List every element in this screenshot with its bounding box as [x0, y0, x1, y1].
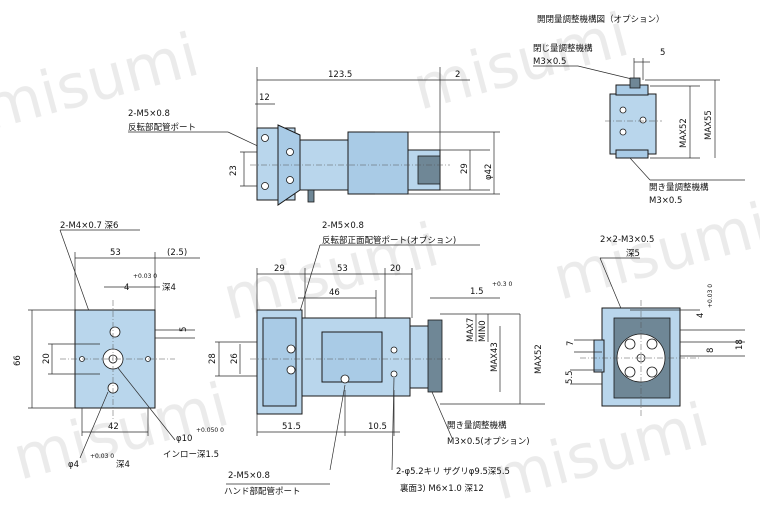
front-dim-max43: MAX43 [490, 342, 500, 372]
close-adjust-spec: M3×0.5 [533, 57, 566, 67]
top-view: 123.5 2 12 2-M5×0.8 反転部配管ポート 23 29 [128, 67, 500, 206]
open-adjust-spec: M3×0.5 [649, 196, 682, 206]
right-hole-4 [646, 366, 658, 378]
front-dim-20: 20 [390, 264, 401, 274]
top-dim-phi42: φ42 [484, 164, 494, 180]
top-dim-23: 23 [229, 165, 239, 176]
right-dim-4: 4 [696, 313, 706, 318]
front-dim-10-5: 10.5 [368, 422, 387, 432]
front-hand-spec: 2-M5×0.8 [228, 471, 270, 481]
front-drill-2 [390, 370, 398, 378]
top-fitting [307, 189, 315, 203]
left-tol-10: +0.050 0 [196, 427, 224, 434]
front-jaw-detail [427, 319, 443, 393]
right-hole-1 [624, 338, 636, 350]
right-tap-spec: 2×2-M3×0.5 [600, 235, 654, 245]
front-port-spec: 2-M5×0.8 [322, 221, 364, 231]
front-port-1 [286, 344, 296, 354]
right-dim-5-5: 5.5 [565, 370, 575, 384]
front-dim-53: 53 [337, 264, 348, 274]
front-body-recess [321, 331, 383, 383]
right-view: 2×2-M3×0.5 深5 4 +0.03 0 7 8 18 5.5 [565, 235, 745, 416]
top-hole-4 [286, 176, 294, 184]
right-dim-8: 8 [706, 348, 716, 353]
front-tol-1-5: +0.3 0 [492, 281, 512, 288]
front-dim-28: 28 [208, 353, 218, 364]
front-dim-46: 46 [329, 288, 340, 298]
option-screw [629, 77, 641, 89]
front-port-label: 反転部正面配管ポート(オプション) [322, 235, 456, 246]
left-view: 2-M4×0.7 深6 53 (2.5) 4 +0.03 0 深4 5 66 [13, 221, 224, 470]
left-dim-66: 66 [13, 355, 23, 366]
left-phi10: φ10 [176, 434, 192, 444]
left-inlo-depth: インロー深1.5 [163, 450, 219, 460]
left-dim-4: 4 [124, 283, 129, 293]
top-dim-29: 29 [460, 163, 470, 174]
option-title: 開閉量調整機構図（オプション） [537, 14, 665, 25]
right-depth: 深5 [626, 249, 640, 259]
front-view: 2-M5×0.8 反転部正面配管ポート(オプション) 29 53 20 46 1… [208, 221, 545, 497]
right-hole-2 [646, 338, 658, 350]
front-dim-1-5: 1.5 [470, 287, 484, 297]
front-open-spec: M3×0.5(オプション) [447, 437, 530, 447]
left-depth-4: 深4 [162, 283, 176, 293]
left-dim-5: 5 [179, 327, 189, 332]
left-dim-53: 53 [110, 248, 121, 258]
option-dim-5: 5 [660, 48, 665, 58]
close-adjust-label: 閉じ量調整機構 [533, 43, 593, 54]
option-view: 開閉量調整機構図（オプション） 閉じ量調整機構 M3×0.5 5 MAX52 M… [533, 14, 745, 206]
front-port-2 [286, 365, 296, 375]
front-hand-port [340, 374, 350, 384]
front-flange-inner [262, 317, 297, 407]
right-dim-18: 18 [735, 339, 745, 350]
top-hole-3 [286, 148, 294, 156]
right-dim-7: 7 [566, 341, 576, 346]
top-dim-12: 12 [259, 93, 270, 103]
option-hole-2 [619, 128, 627, 136]
left-pin-hole-top [109, 326, 121, 338]
option-dim-max55: MAX55 [704, 110, 714, 140]
left-dim-20: 20 [42, 353, 52, 364]
option-body [609, 93, 657, 155]
front-drill-spec: 2-φ5.2キリ ザグリφ9.5深5.5 [396, 466, 510, 477]
watermark-text-4: misumi [546, 190, 760, 314]
front-dim-26: 26 [230, 353, 240, 364]
left-tol-4: +0.03 0 [133, 273, 157, 280]
front-dim-max7: MAX7 [466, 318, 476, 342]
option-dim-max52: MAX52 [679, 118, 689, 148]
option-hole-1 [619, 106, 627, 114]
front-hand-label: ハンド部配管ポート [224, 486, 301, 497]
front-dim-min0: MIN0 [478, 320, 488, 342]
left-dim-2-5: (2.5) [167, 248, 187, 258]
left-tap-spec: 2-M4×0.7 深6 [60, 221, 118, 231]
right-hole-3 [624, 366, 636, 378]
top-dim-2: 2 [455, 70, 460, 80]
top-hole-2 [261, 182, 269, 190]
top-housing [347, 131, 409, 195]
top-dim-123-5: 123.5 [328, 70, 352, 80]
left-tol-phi4: +0.03 0 [90, 453, 114, 460]
front-drill-1 [390, 346, 398, 354]
left-dim-42: 42 [108, 422, 119, 432]
front-back-spec: 裏面3) M6×1.0 深12 [400, 483, 484, 494]
front-dim-51-5: 51.5 [282, 422, 301, 432]
left-phi4-depth: 深4 [116, 460, 130, 470]
option-bottom-block [615, 149, 649, 159]
right-tol-4: +0.03 0 [707, 284, 714, 308]
front-dim-max52: MAX52 [534, 344, 544, 374]
left-phi4: φ4 [68, 460, 79, 470]
top-port-label: 反転部配管ポート [128, 122, 196, 133]
top-port-spec: 2-M5×0.8 [128, 109, 170, 119]
option-hole-3 [639, 116, 647, 124]
front-open-label: 開き量調整機構 [447, 420, 507, 431]
top-hole-1 [261, 134, 269, 142]
top-jaw-detail [417, 155, 441, 185]
front-dim-29: 29 [274, 264, 285, 274]
watermark-text-6: misumi [486, 390, 716, 510]
right-side-tab [593, 339, 605, 373]
open-adjust-label: 開き量調整機構 [649, 182, 709, 193]
